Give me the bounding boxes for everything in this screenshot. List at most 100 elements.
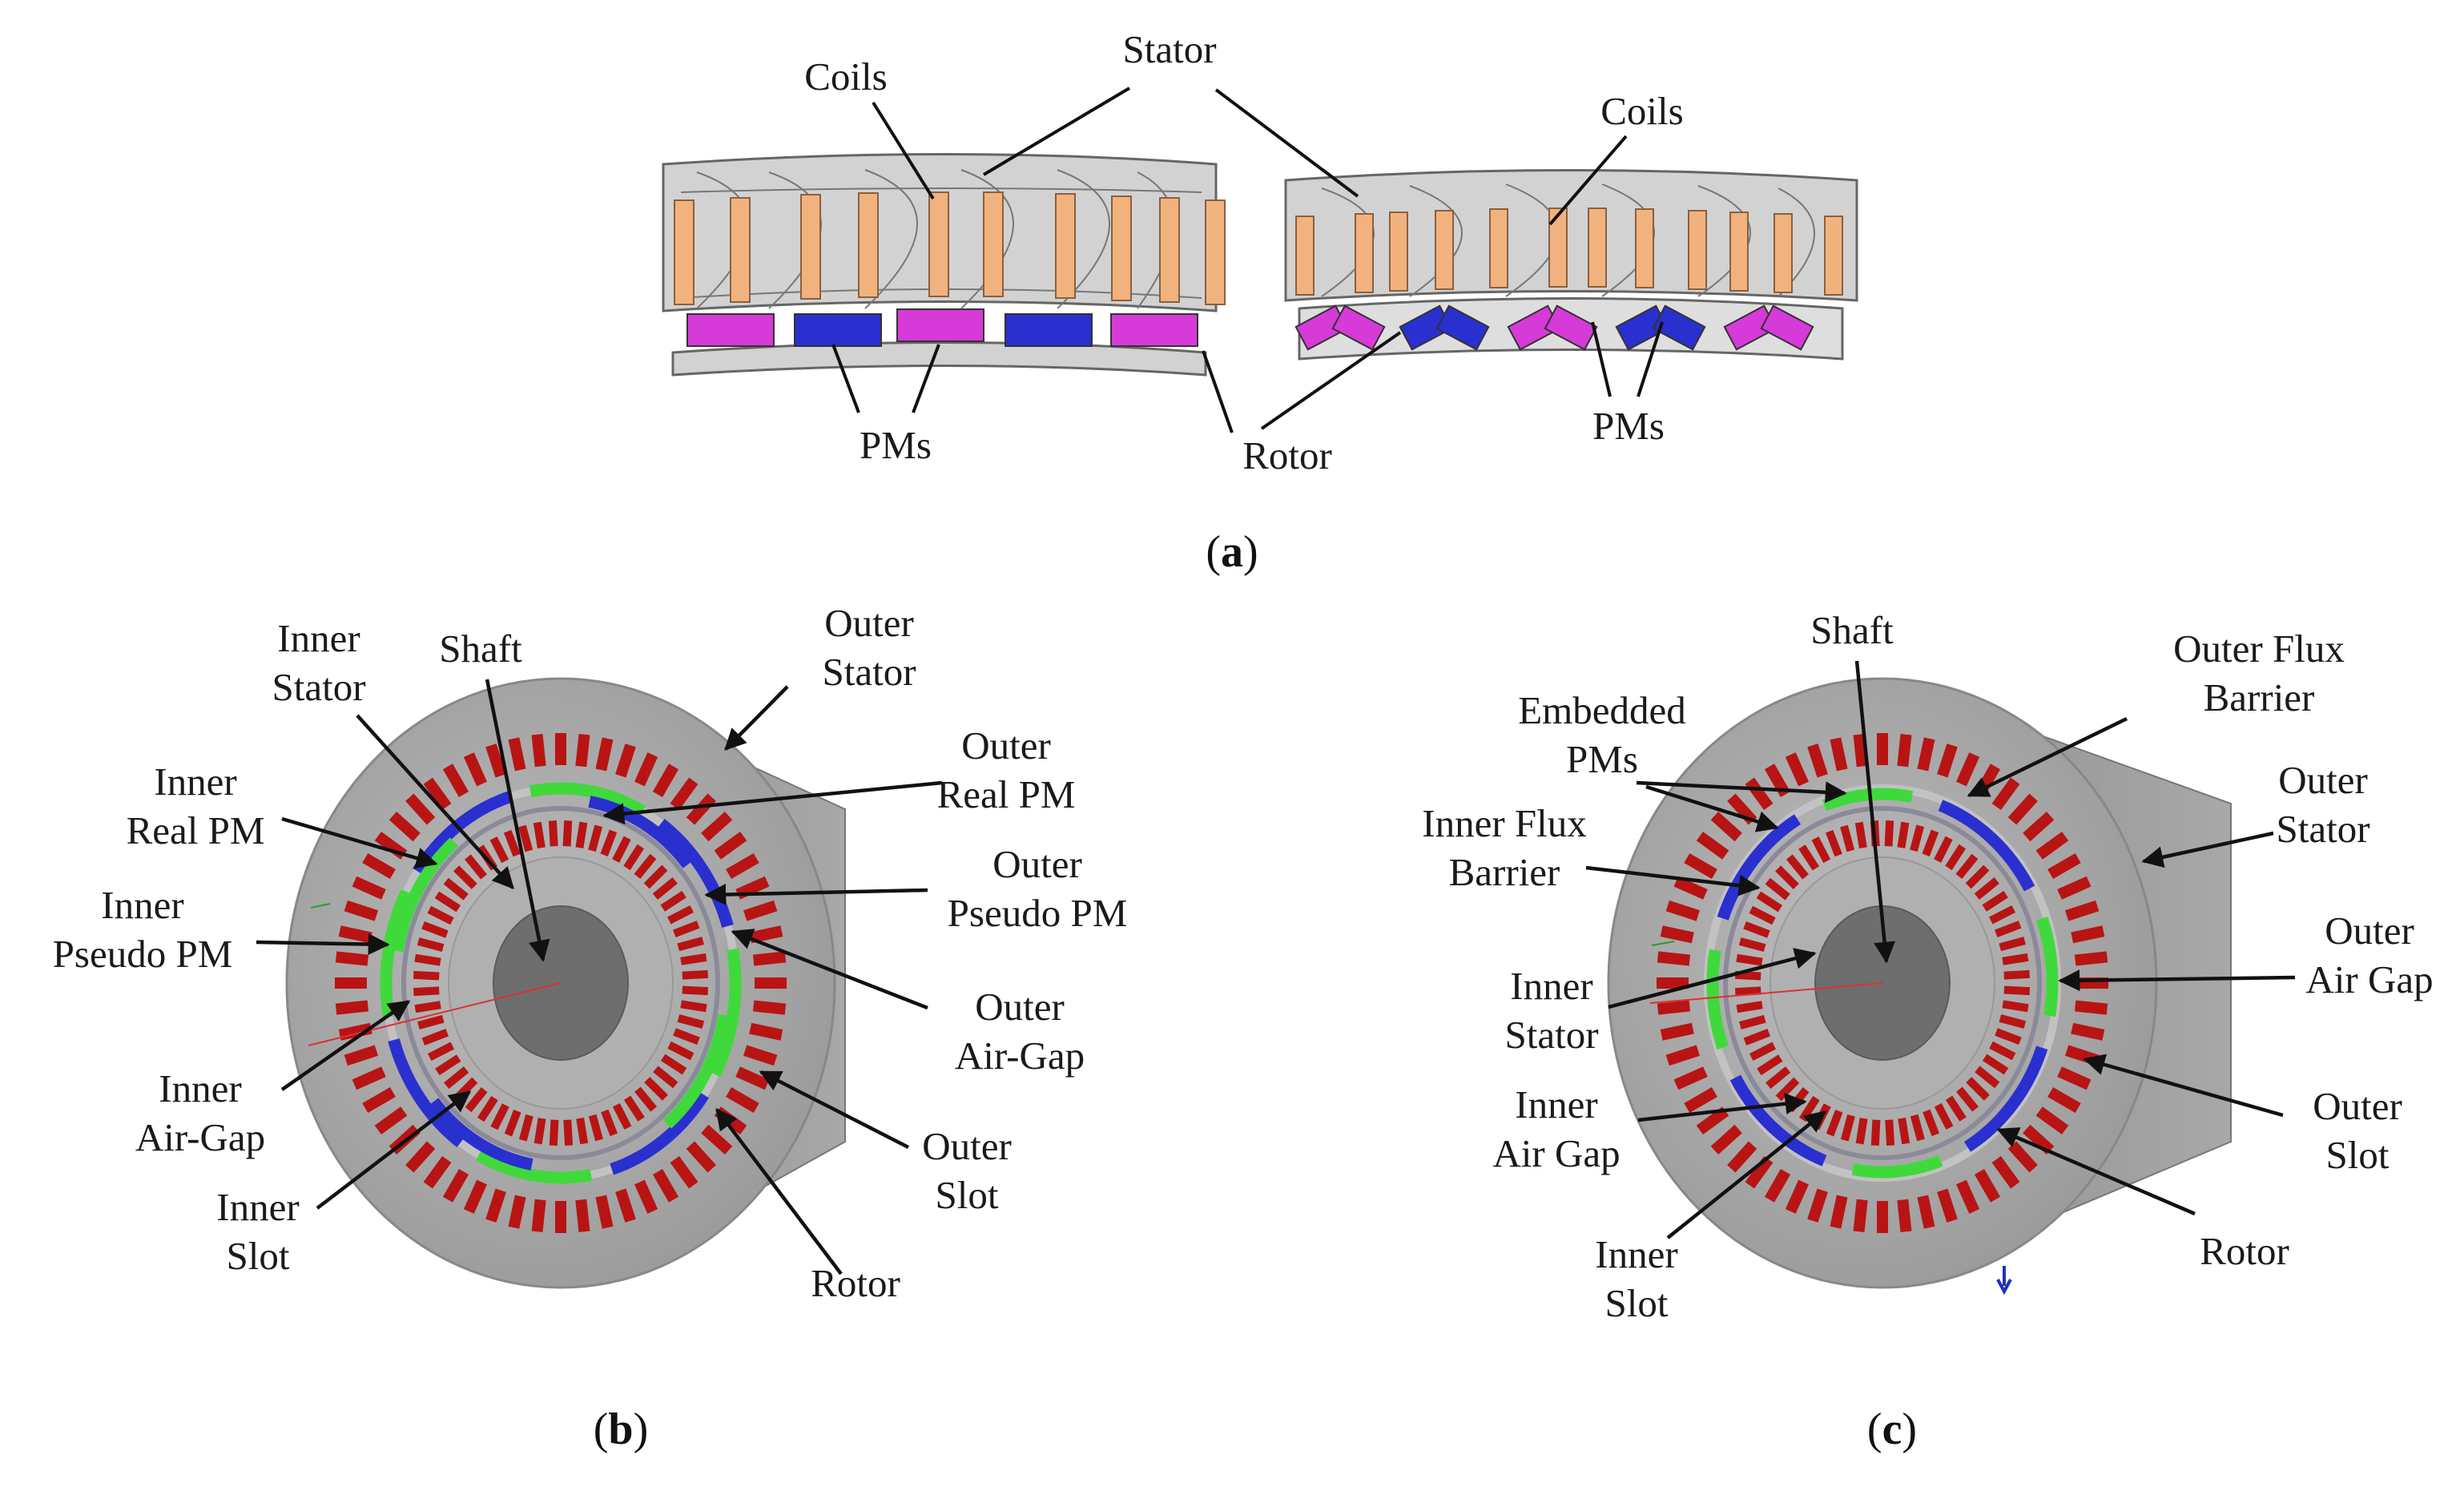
outer-slot	[1710, 1124, 1742, 1155]
outer-slot	[405, 793, 436, 825]
outer-slot	[749, 925, 783, 944]
inner-slot	[562, 820, 573, 847]
outer-slot	[555, 733, 566, 765]
inner-slot	[1757, 1054, 1783, 1076]
coil	[858, 192, 879, 298]
inner-slot	[1775, 865, 1799, 889]
inner-slot	[575, 821, 588, 848]
pm-arc	[1729, 1074, 1827, 1167]
pm-arc	[1851, 1155, 1943, 1179]
inner-slot	[1945, 1095, 1967, 1122]
inner-slot	[1955, 853, 1979, 879]
coil	[800, 194, 821, 300]
outer-slot	[344, 900, 379, 921]
outer-slot	[1710, 812, 1742, 842]
inner-slot	[1988, 905, 2016, 925]
inner-slot	[680, 1000, 707, 1013]
outer-slot	[352, 1066, 386, 1090]
inner-slot	[533, 1118, 546, 1145]
inner-slot	[1855, 1118, 1868, 1145]
coil	[928, 191, 949, 297]
inner-slot	[634, 1086, 658, 1112]
inner-slot	[1786, 854, 1809, 880]
inner-slot	[672, 921, 700, 938]
outer-slot	[423, 1155, 452, 1189]
label-coils-right: Coils	[1600, 89, 1683, 133]
inner-slot	[489, 836, 509, 864]
outer-slot	[595, 737, 614, 772]
label-rotor: Rotor	[811, 1261, 900, 1305]
inner-slot	[1798, 844, 1820, 871]
inner-slot	[612, 836, 631, 863]
pm-arc	[2036, 916, 2059, 1018]
inner-slot	[1934, 836, 1953, 863]
outer-slot	[2071, 1022, 2105, 1041]
inner-slot	[477, 1095, 498, 1122]
inner-slot	[414, 1001, 441, 1013]
label-shaft: Shaft	[439, 627, 522, 671]
inner-slot	[1956, 1086, 1979, 1112]
permanent-magnet	[896, 308, 984, 342]
inner-slot	[1999, 1014, 2027, 1029]
outer-slot	[2007, 793, 2038, 825]
outer-slot	[1660, 925, 1694, 944]
inner-slot	[2003, 969, 2030, 980]
outer-slot	[670, 777, 699, 811]
outer-slot	[1956, 1179, 1980, 1214]
permanent-magnet	[1435, 304, 1490, 351]
inner-slot	[660, 1054, 687, 1075]
inner-slot	[548, 820, 558, 847]
right-pms	[1294, 304, 1814, 351]
panel-a-right-machine	[1284, 169, 1858, 361]
outer-slot	[1684, 1086, 1717, 1114]
coil	[1489, 208, 1508, 288]
inner-slot	[623, 1095, 645, 1122]
inner-slot	[1825, 829, 1842, 857]
inner-slot	[1945, 844, 1967, 871]
inner-slot	[518, 1114, 533, 1142]
inner-slot	[680, 953, 707, 965]
right-stator-body	[1284, 169, 1858, 302]
inner-slot	[1966, 1077, 1990, 1101]
outer-slot	[1877, 733, 1888, 765]
inner-slot	[1995, 1028, 2022, 1045]
permanent-magnet	[1331, 304, 1386, 351]
pm-arc	[1717, 814, 1802, 921]
coil	[1688, 210, 1707, 290]
outer-slot	[1673, 876, 1708, 900]
inner-slot	[601, 1109, 618, 1137]
outer-slot	[2035, 1106, 2069, 1135]
inner-slot	[443, 877, 469, 901]
machine-b-axis-red	[308, 982, 562, 1046]
outer-slot	[2047, 852, 2081, 880]
outer-slot	[1897, 733, 1912, 768]
inner-slot	[1974, 876, 1999, 900]
outer-slot	[338, 925, 372, 944]
outer-slot	[463, 1179, 487, 1214]
outer-slot	[1673, 1066, 1708, 1090]
panel-a: Coils Stator Coils PMs Rotor PMs (a)	[662, 27, 1858, 577]
inner-slot	[1982, 890, 2008, 912]
label-pms-left: PMs	[860, 423, 932, 467]
inner-slot	[1736, 1001, 1763, 1013]
inner-slot	[1922, 829, 1939, 856]
inner-slot	[666, 905, 695, 925]
panel-a-left-machine	[662, 153, 1226, 377]
pm-arc	[657, 819, 734, 928]
pm-arc	[1938, 800, 2035, 892]
pm-arc	[662, 1013, 731, 1129]
outer-slot	[652, 764, 679, 797]
outer-slot	[1853, 1199, 1868, 1233]
outer-slot	[755, 977, 787, 989]
outer-slot	[2074, 1000, 2108, 1015]
inner-slot	[1870, 1119, 1881, 1146]
machine-c	[1607, 677, 2232, 1296]
left-pms	[686, 308, 1198, 347]
inner-slot	[1885, 1119, 1895, 1146]
